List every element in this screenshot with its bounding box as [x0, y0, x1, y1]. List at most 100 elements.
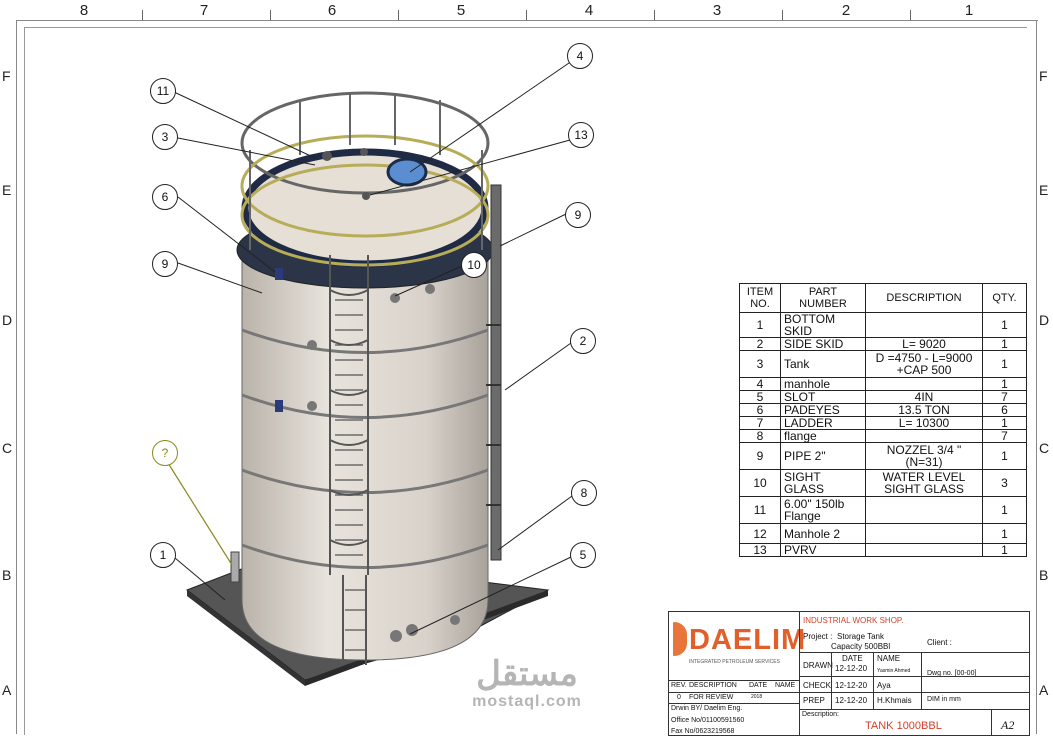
- drawn-by: Drwin BY/ Daelim Eng.: [671, 705, 743, 712]
- check-name: Aya: [877, 681, 891, 690]
- inner-frame: [24, 27, 1027, 735]
- balloon-9-left: 9: [152, 251, 178, 277]
- bom-qty: 1: [982, 442, 1027, 470]
- company-logo: DAELIM INTEGRATED PETROLEUM SERVICES: [671, 614, 805, 680]
- row-zone-strip-right: F E D C B A: [1036, 20, 1053, 734]
- bom-item-no: 3: [739, 350, 781, 378]
- check-label: CHECK: [803, 681, 832, 690]
- rev-row-description: FOR REVIEW: [689, 694, 734, 701]
- check-date: 12-12-20: [835, 681, 868, 690]
- zone-row-f-right: F: [1039, 68, 1048, 84]
- fax-number: Fax No/0623219568: [671, 728, 735, 735]
- sheet-size: A2: [1001, 718, 1015, 732]
- zone-row-e: E: [2, 182, 12, 198]
- zone-row-a: A: [2, 682, 12, 698]
- bom-qty: 1: [982, 543, 1027, 557]
- balloon-13: 13: [568, 122, 594, 148]
- watermark-latin: mostaql.com: [472, 693, 582, 710]
- bom-header-row: ITEM NO. PART NUMBER DESCRIPTION QTY.: [739, 283, 1027, 313]
- rev-header-date: DATE: [749, 682, 768, 689]
- watermark-arabic: مستقل: [476, 655, 578, 693]
- title-block: DAELIM INTEGRATED PETROLEUM SERVICES IND…: [668, 611, 1030, 736]
- bom-part-number: LADDER: [780, 416, 866, 430]
- zone-col-5: 5: [456, 2, 466, 19]
- bom-part-number: PADEYES: [780, 403, 866, 417]
- prep-date: 12-12-20: [835, 696, 868, 705]
- bom-qty: 3: [982, 469, 1027, 497]
- zone-row-b-right: B: [1039, 567, 1049, 583]
- bom-qty: 1: [982, 523, 1027, 544]
- zone-row-b: B: [2, 567, 12, 583]
- balloon-10: 10: [461, 252, 487, 278]
- bom-description: [865, 377, 983, 391]
- zone-row-c: C: [2, 440, 13, 456]
- description-label: Description:: [802, 711, 839, 718]
- bom-description: L= 9020: [865, 337, 983, 351]
- bom-description: [865, 429, 983, 443]
- logo-text: DAELIM: [689, 624, 807, 656]
- balloon-9-right: 9: [565, 202, 591, 228]
- bom-header-item: ITEM NO.: [739, 283, 781, 313]
- date-header: DATE: [842, 654, 863, 663]
- bom-part-number: PIPE 2": [780, 442, 866, 470]
- bom-qty: 1: [982, 496, 1027, 524]
- bom-header-part: PART NUMBER: [780, 283, 866, 313]
- zone-row-f: F: [2, 68, 11, 84]
- zone-col-8: 8: [79, 2, 89, 19]
- bom-qty: 7: [982, 390, 1027, 404]
- bom-item-no: 1: [739, 312, 781, 338]
- balloon-6: 6: [152, 184, 178, 210]
- bom-item-no: 4: [739, 377, 781, 391]
- bom-part-number: PVRV: [780, 543, 866, 557]
- bom-item-no: 5: [739, 390, 781, 404]
- bom-item-no: 13: [739, 543, 781, 557]
- shop-name: INDUSTRIAL WORK SHOP.: [803, 616, 904, 625]
- bom-part-number: SIGHT GLASS: [780, 469, 866, 497]
- client-label: Client :: [927, 638, 952, 647]
- project-label: Project :: [803, 632, 833, 641]
- bom-description: 4IN: [865, 390, 983, 404]
- rev-row-date: 2018: [751, 694, 763, 700]
- office-number: Office No/01100591560: [671, 717, 745, 724]
- drawn-date: 12-12-20: [835, 664, 868, 673]
- bom-description: D =4750 - L=9000 +CAP 500: [865, 350, 983, 378]
- bom-qty: 1: [982, 337, 1027, 351]
- prep-label: PREP: [803, 696, 825, 705]
- bom-part-number: 6.00" 150lb Flange: [780, 496, 866, 524]
- bom-qty: 1: [982, 350, 1027, 378]
- bom-qty: 6: [982, 403, 1027, 417]
- balloon-1: 1: [150, 542, 176, 568]
- balloon-8: 8: [571, 480, 597, 506]
- balloon-unknown: ?: [152, 440, 178, 466]
- drawing-description: TANK 1000BBL: [865, 720, 942, 732]
- zone-col-4: 4: [584, 2, 594, 19]
- zone-col-2: 2: [841, 2, 851, 19]
- bom-part-number: SLOT: [780, 390, 866, 404]
- bom-qty: 1: [982, 416, 1027, 430]
- balloon-11: 11: [150, 78, 176, 104]
- bom-item-no: 7: [739, 416, 781, 430]
- bom-description: [865, 543, 983, 557]
- zone-row-c-right: C: [1039, 440, 1050, 456]
- zone-row-a-right: A: [1039, 682, 1049, 698]
- rev-header-rev: REV.: [671, 682, 687, 689]
- column-zone-strip: 8 7 6 5 4 3 2 1: [16, 0, 1038, 21]
- project-value: Storage Tank: [837, 632, 884, 641]
- bom-item-no: 8: [739, 429, 781, 443]
- bom-item-no: 10: [739, 469, 781, 497]
- bom-item-no: 11: [739, 496, 781, 524]
- bom-item-no: 6: [739, 403, 781, 417]
- watermark: مستقل mostaql.com: [462, 655, 592, 711]
